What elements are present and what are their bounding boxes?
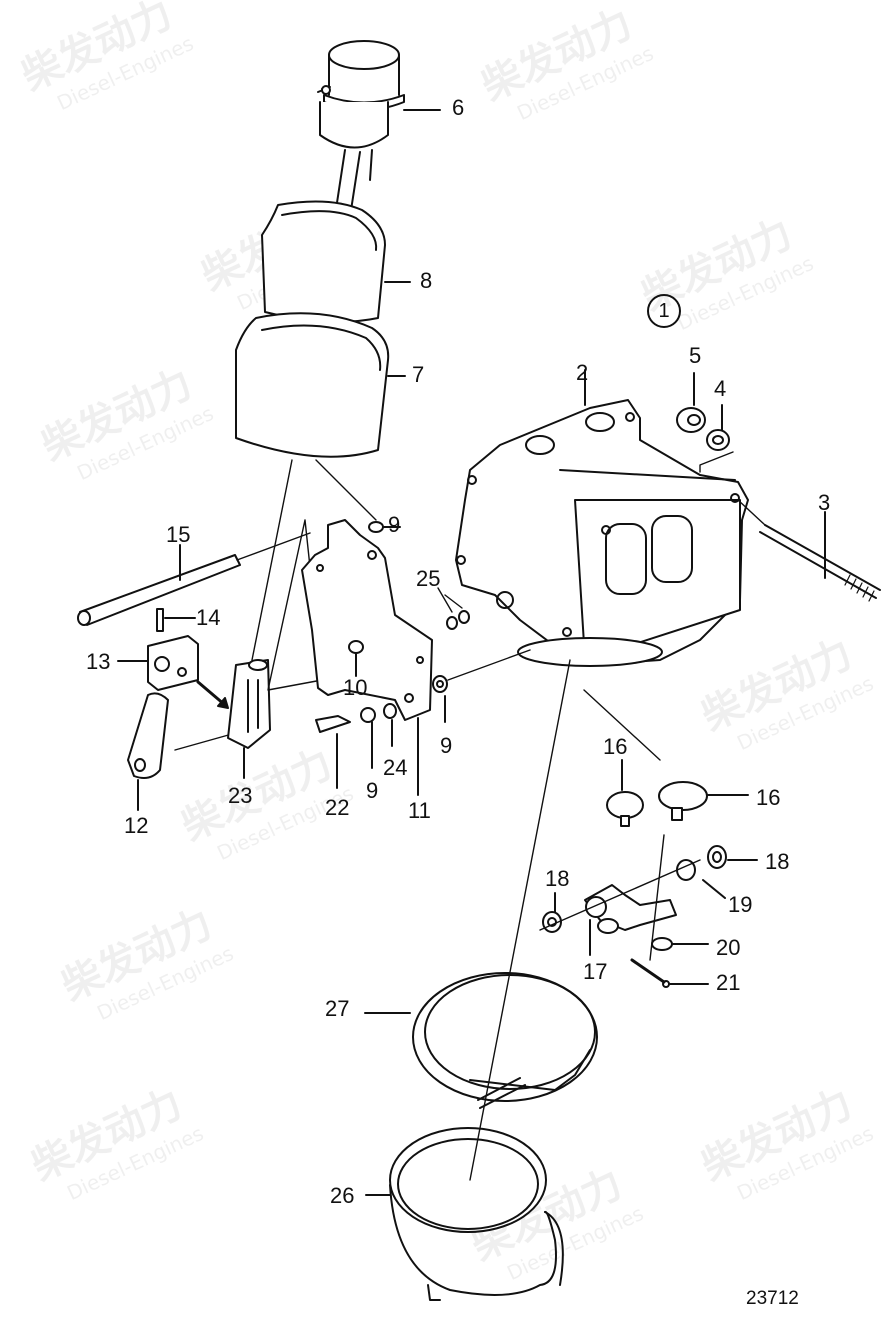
part-24-spacer	[383, 703, 397, 747]
part-23-clevis	[227, 519, 323, 779]
part-10-nut	[348, 640, 364, 677]
part-9-washer	[360, 707, 376, 769]
part-17-lever	[584, 884, 677, 956]
assembly-group-marker: 1	[647, 294, 681, 328]
callout-2: 2	[576, 360, 589, 385]
part-18-washer	[707, 845, 758, 869]
callout-10: 10	[343, 675, 368, 700]
part-21-cotter-pin	[630, 834, 709, 988]
callout-8: 8	[420, 268, 433, 293]
callout-18: 18	[545, 866, 570, 891]
part-9-washer	[368, 521, 401, 533]
part-14-pin	[156, 608, 196, 632]
callout-16: 16	[756, 785, 781, 810]
callout-24: 24	[383, 755, 408, 780]
callout-9: 9	[366, 778, 379, 803]
callout-20: 20	[716, 935, 741, 960]
callout-3: 3	[818, 490, 831, 515]
callout-7: 7	[412, 362, 425, 387]
part-6-actuator	[317, 40, 441, 263]
callout-12: 12	[124, 813, 149, 838]
drawing-reference-number: 23712	[746, 1288, 799, 1309]
callout-15: 15	[166, 522, 191, 547]
part-2-housing	[455, 369, 749, 667]
part-5-nut	[676, 372, 706, 433]
callout-19: 19	[728, 892, 753, 917]
callout-4: 4	[714, 376, 727, 401]
part-7-sleeve	[235, 312, 406, 458]
part-8-sleeve	[261, 200, 411, 323]
callout-21: 21	[716, 970, 741, 995]
callout-14: 14	[196, 605, 221, 630]
callout-23: 23	[228, 783, 253, 808]
callout-16: 16	[603, 734, 628, 759]
callout-6: 6	[452, 95, 465, 120]
part-27-clamp	[364, 972, 598, 1109]
part-25-clip	[437, 587, 514, 630]
part-4-spacer	[699, 404, 734, 473]
callout-11: 11	[408, 798, 431, 823]
part-11-bracket	[301, 519, 433, 796]
callout-18: 18	[765, 849, 790, 874]
part-16-valve	[606, 759, 644, 827]
callout-26: 26	[330, 1183, 355, 1208]
callout-13: 13	[86, 649, 111, 674]
part-18-washer	[539, 859, 701, 933]
callout-27: 27	[325, 996, 350, 1021]
part-22-bolt	[315, 715, 351, 789]
callout-22: 22	[325, 795, 350, 820]
callout-17: 17	[583, 959, 608, 984]
part-20-washer	[651, 937, 709, 951]
callout-9: 9	[440, 733, 453, 758]
part-26-outlet-elbow	[365, 659, 571, 1301]
callout-25: 25	[416, 566, 441, 591]
part-3-stud	[737, 499, 881, 602]
part-13-block	[117, 635, 229, 709]
part-16-valve	[583, 689, 749, 821]
part-12-lever	[127, 692, 233, 811]
callout-9: 9	[388, 512, 401, 537]
callout-5: 5	[689, 343, 702, 368]
part-15-shaft	[77, 532, 311, 626]
part-9-washer	[432, 649, 531, 723]
